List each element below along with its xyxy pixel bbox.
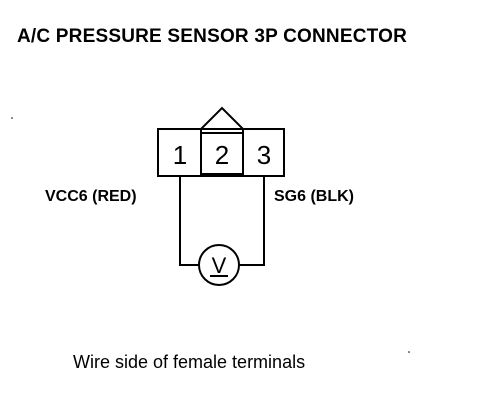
wire-label-vcc6: VCC6 (RED) bbox=[45, 188, 137, 205]
pin-3-label: 3 bbox=[257, 140, 271, 170]
voltmeter-circle bbox=[198, 244, 240, 286]
pin-1-label: 1 bbox=[173, 140, 187, 170]
connector-body bbox=[157, 128, 285, 177]
diagram-caption: Wire side of female terminals bbox=[73, 352, 306, 372]
voltmeter-icon: V bbox=[198, 244, 240, 286]
probe-wire-right bbox=[239, 176, 265, 266]
scan-speck bbox=[408, 351, 410, 353]
wire-label-sg6: SG6 (BLK) bbox=[274, 188, 354, 205]
scan-speck bbox=[11, 117, 13, 119]
connector-lock-tab bbox=[200, 106, 244, 130]
diagram-title: A/C PRESSURE SENSOR 3P CONNECTOR bbox=[17, 26, 407, 47]
pin-2-label: 2 bbox=[215, 140, 229, 170]
voltmeter-symbol: V bbox=[212, 253, 227, 278]
probe-wire-left bbox=[179, 176, 199, 266]
